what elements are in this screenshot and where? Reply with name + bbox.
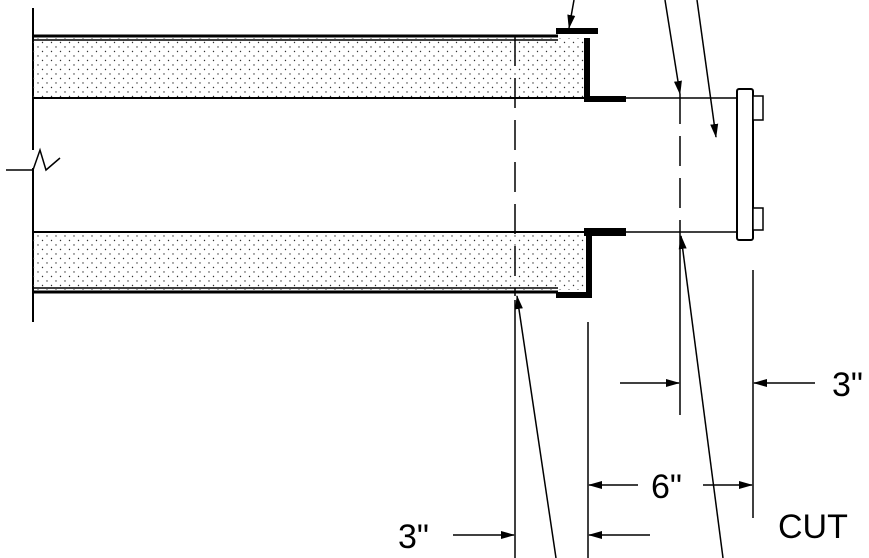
- flange-plate-icon: [736, 88, 764, 241]
- dimension-span: 6": [588, 468, 753, 506]
- dimension-label-left: 3": [398, 518, 429, 556]
- dimension-label-span: 6": [651, 468, 682, 506]
- top-leader-lines: [567, 0, 719, 138]
- cut-label: CUT: [778, 508, 848, 546]
- top-jacket-flashing: [556, 28, 626, 102]
- bottom-insulation-band: [33, 231, 585, 294]
- bottom-jacket-flashing: [556, 228, 626, 298]
- dimension-right-gap: 3": [620, 366, 863, 404]
- bottom-leader-lines: [514, 235, 724, 558]
- top-insulation-band: [33, 34, 585, 99]
- extension-lines: [514, 236, 754, 558]
- dimension-label-right: 3": [832, 366, 863, 404]
- pipe-lines: [626, 97, 737, 233]
- dimension-left-gap: 3": [398, 518, 650, 556]
- break-symbol-icon: [6, 147, 61, 172]
- dashed-reference-lines: [514, 36, 681, 296]
